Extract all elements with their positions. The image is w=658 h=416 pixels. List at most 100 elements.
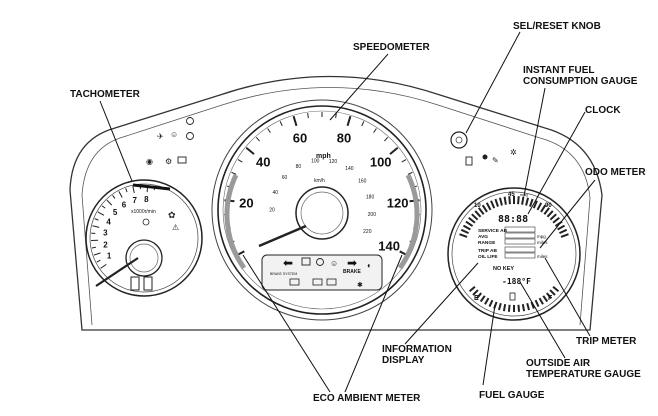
fuel-consumption-segment [525, 197, 530, 206]
callout-info-1: INFORMATION [382, 344, 452, 355]
headlight-icon: ◐ [367, 261, 372, 270]
fuel-consumption-segment [474, 210, 482, 218]
fuel-gauge-segment [472, 289, 479, 296]
tachometer-unit: x1000r/min [131, 209, 156, 215]
tachometer-tick [92, 225, 100, 228]
eco-indicator-icon [142, 218, 150, 226]
speedometer-kmh-number: 80 [296, 164, 302, 170]
fuel-consumption-segment [529, 198, 534, 207]
fuel-consumption-segment [536, 202, 543, 211]
tachometer-number: 2 [103, 240, 108, 249]
speedometer-kmh-number: 180 [366, 194, 375, 200]
info-row-label: SERVICE AB [478, 228, 508, 234]
fuel-gauge-segment [549, 289, 556, 296]
speedometer-tick [245, 146, 255, 155]
tachometer-tick [97, 211, 105, 216]
info-row-label: TRIP AB [478, 248, 497, 254]
tachometer-tick [94, 218, 99, 221]
outside-air-temperature: -188°F [502, 277, 531, 286]
tachometer-tick [118, 191, 123, 198]
callout-info-2: DISPLAY [382, 355, 425, 366]
speedometer-tick [255, 137, 260, 142]
fuel-gauge-segment [484, 297, 490, 305]
fuel-gauge-segment [498, 303, 502, 311]
speedometer-kmh-number: 120 [329, 159, 338, 165]
leader-lines [99, 31, 596, 393]
info-row-unit: mpg [537, 234, 546, 239]
brake-system-label: BRAKE SYSTEM [270, 272, 297, 276]
fuel-consumption-segment [468, 216, 476, 224]
speedometer-tick [335, 112, 337, 119]
fuel-gauge-segment [534, 299, 540, 307]
fuel-gauge [468, 286, 560, 312]
fuel-gauge-segment [475, 292, 482, 300]
instant-fuel-consumption-gauge [459, 196, 569, 238]
tachometer-number: 7 [133, 196, 138, 205]
fuel-consumption-segment [498, 197, 503, 206]
info-row-segments [504, 246, 536, 253]
tachometer-tick [132, 186, 135, 194]
fuel-consumption-segment [546, 210, 554, 218]
fuel-gauge-segment [542, 295, 549, 303]
charging-icon [289, 278, 300, 286]
fuel-consumption-segment [559, 228, 568, 235]
tachometer-number: 6 [122, 201, 127, 210]
fuel-gauge-segment [538, 297, 544, 305]
callout-eco: ECO AMBIENT METER [313, 393, 421, 404]
speedometer-tick [401, 159, 407, 163]
fuel-consumption-segment [465, 220, 474, 227]
fuel-consumption-segment [462, 224, 471, 231]
speedometer-kmh-number: 200 [368, 212, 377, 218]
temperature-warning-icon: ⚠ [172, 223, 179, 232]
fuel-scale-low: 10 [474, 203, 481, 209]
fuel-consumption-segment [549, 213, 557, 221]
kmh-unit: km/h [314, 178, 325, 184]
sel-reset-knob[interactable] [450, 131, 468, 149]
speedometer-kmh-number: 140 [345, 166, 354, 172]
left-indicator-icons: ✈ ☺ ◉ ⚙ [146, 117, 194, 166]
fuel-consumption-segment [494, 198, 499, 207]
eco-ambient-arc-right [397, 173, 420, 270]
info-row-unit: miles [537, 240, 548, 245]
security-icon [482, 154, 488, 160]
info-row-segments [504, 232, 536, 239]
callout-outside-2: TEMPERATURE GAUGE [526, 369, 641, 380]
fuel-consumption-segment [557, 224, 566, 231]
fuel-full-mark: F [548, 295, 553, 302]
fuel-gauge-segment [502, 304, 507, 312]
fog-light-icon: ✲ [510, 148, 517, 157]
fuel-consumption-segment [485, 202, 492, 211]
tachometer-number: 5 [113, 208, 118, 217]
speedometer-kmh-number: 100 [311, 158, 320, 164]
callout-odo: ODO METER [585, 167, 646, 178]
clock-display: 88:88 [498, 214, 528, 225]
fuel-consumption-segment [508, 196, 511, 205]
fuel-consumption-segment [532, 200, 538, 209]
fuel-gauge-segment [521, 304, 526, 312]
fuel-gauge-segment [530, 301, 535, 309]
info-row-label: OIL LIFE [478, 254, 498, 260]
tachometer-tick [125, 188, 128, 193]
cruise-icon [301, 257, 311, 266]
tachometer-needle [95, 257, 139, 287]
tachometer-tick [101, 205, 106, 209]
fuel-consumption-segment [460, 228, 469, 235]
no-key-label: NO KEY [493, 266, 514, 272]
speedometer-tick [231, 171, 237, 175]
high-beam-icon: ✱ [357, 281, 363, 289]
speedometer-mph-number: 60 [293, 130, 307, 145]
fuel-gauge-segment [488, 299, 494, 307]
speedometer-tick [279, 121, 283, 127]
speedometer-tick [389, 146, 399, 155]
airbag-off-icon: ☺ [170, 130, 178, 139]
speedometer-needle [258, 224, 307, 248]
fuel-pump-icon [509, 292, 516, 301]
fuel-consumption-segment [471, 213, 479, 221]
leaf-icon: ✿ [168, 210, 176, 220]
fuel-warning-icon [465, 156, 473, 166]
speedometer-tick [384, 137, 389, 142]
